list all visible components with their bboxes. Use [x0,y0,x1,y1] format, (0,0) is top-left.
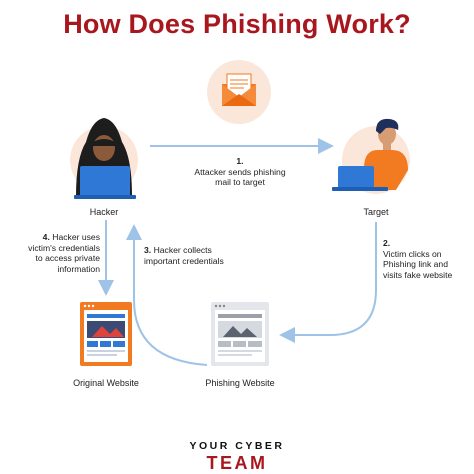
step-4-line-4: information [57,263,100,274]
step-4-line-2: victim's credentials [28,242,100,253]
step-1-line-1: Attacker sends phishing [194,166,286,177]
step-1-label: 1. Attacker sends phishing mail to targe… [170,156,310,188]
brand-line-1: YOUR CYBER [189,440,285,452]
step-4-number: 4. [42,232,50,242]
step-4-line-1: Hacker uses [52,232,100,242]
original-website-icon [80,302,132,366]
step-3-label: 3. Hacker collects important credentials [144,245,254,266]
step-3-line-2: important credentials [144,255,224,266]
step-4-line-3: to access private [35,253,100,264]
step-2-number: 2. [383,238,391,248]
brand-line-2: TEAM [206,453,268,473]
step-2-line-2: Phishing link and [383,259,448,270]
step-2-line-3: visits fake website [383,269,453,280]
arrow-step-2 [279,222,377,343]
step-4-label: 4. Hacker uses victim's credentials to a… [4,232,100,274]
step-1-number: 1. [236,156,244,166]
step-2-line-1: Victim clicks on [383,248,442,259]
phishing-website-label: Phishing Website [205,378,275,388]
step-2-label: 2. Victim clicks on Phishing link and vi… [383,238,471,280]
step-3-number: 3. [144,245,152,255]
step-3-line-1: Hacker collects [153,245,212,255]
envelope-icon [207,60,271,124]
step-1-line-2: mail to target [215,177,265,188]
target-person-icon [332,118,410,194]
phishing-website-icon [211,302,269,366]
hacker-icon [70,118,138,199]
target-label: Target [363,207,389,217]
hacker-label: Hacker [89,207,119,217]
page-title: How Does Phishing Work? [63,9,411,39]
original-website-label: Original Website [73,378,139,388]
arrow-step-3 [126,224,208,366]
